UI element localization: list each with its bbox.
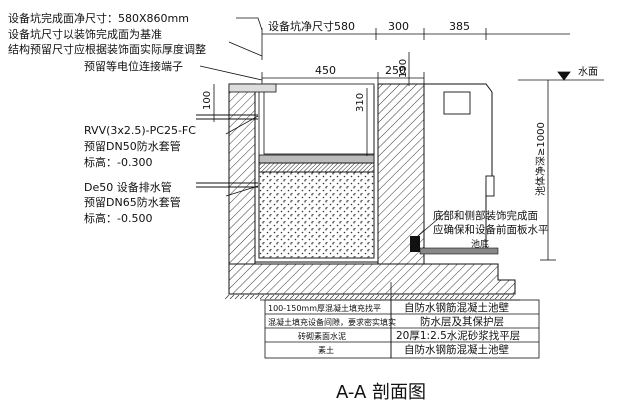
right-table-row-2: 防水层及其保护层 [420, 315, 504, 328]
soil-layers [225, 294, 520, 301]
dim-385: 385 [449, 20, 470, 33]
left-table-row-4: 素土 [318, 345, 334, 355]
note-drain-pipe: De50 设备排水管 [84, 180, 172, 194]
left-table-row-3: 砖砌素面水泥 [298, 331, 346, 341]
note-water-surface: 水面 [578, 66, 598, 78]
dim-pit-net: 设备坑净尺寸580 [268, 19, 355, 33]
note-equipotential: 预留等电位连接端子 [84, 59, 183, 73]
dim-190: 190 [398, 59, 409, 78]
dim-310: 310 [355, 93, 366, 112]
note-elev-050: 标高：-0.500 [84, 211, 152, 225]
dim-100: 100 [202, 91, 213, 110]
right-table-row-3: 20厚1:2.5水泥砂浆找平层 [396, 329, 520, 342]
bottom-tables [264, 282, 540, 359]
note-sleeve-dn65: 预留DN65防水套管 [84, 195, 181, 209]
right-table-row-1: 自防水钢筋混凝土池壁 [404, 301, 509, 314]
note-reserve-adjust: 结构预留尺寸应根据装饰面实际厚度调整 [8, 42, 206, 56]
equipment-box [410, 83, 499, 255]
annotations: 设备坑完成面净尺寸：580X860mm 设备坑尺寸以装饰完成面为基准 结构预留尺… [8, 11, 598, 403]
note-bottom-level: 应确保和设备前面板水平 [433, 223, 549, 236]
top-dimensions [199, 17, 570, 237]
pipes [196, 114, 258, 188]
note-bottom-finish: 底部和侧部装饰完成面 [433, 209, 538, 222]
dim-300: 300 [388, 20, 409, 33]
note-pit-net-size: 设备坑完成面净尺寸：580X860mm [8, 11, 189, 25]
note-pool-depth: 池体净深≥1000 [534, 122, 547, 196]
pit-fill [228, 83, 375, 259]
left-table-row-2: 混凝土填充设备间隙，要求密实填实 [268, 317, 396, 327]
dim-450: 450 [315, 64, 336, 77]
right-table-row-4: 自防水钢筋混凝土池壁 [404, 343, 509, 356]
note-pool-bottom: 池底 [471, 238, 489, 250]
note-pit-size-basis: 设备坑尺寸以装饰完成面为基准 [8, 27, 162, 41]
note-cable-spec: RVV(3x2.5)-PC25-FC [84, 124, 196, 137]
drawing-title: A-A 剖面图 [336, 382, 426, 403]
note-elev-030: 标高：-0.300 [84, 155, 152, 169]
dim-250: 250 [385, 64, 406, 77]
left-table-row-1: 100-150mm厚混凝土填充找平 [268, 303, 381, 313]
note-sleeve-dn50: 预留DN50防水套管 [84, 139, 181, 153]
water-level [518, 71, 604, 261]
